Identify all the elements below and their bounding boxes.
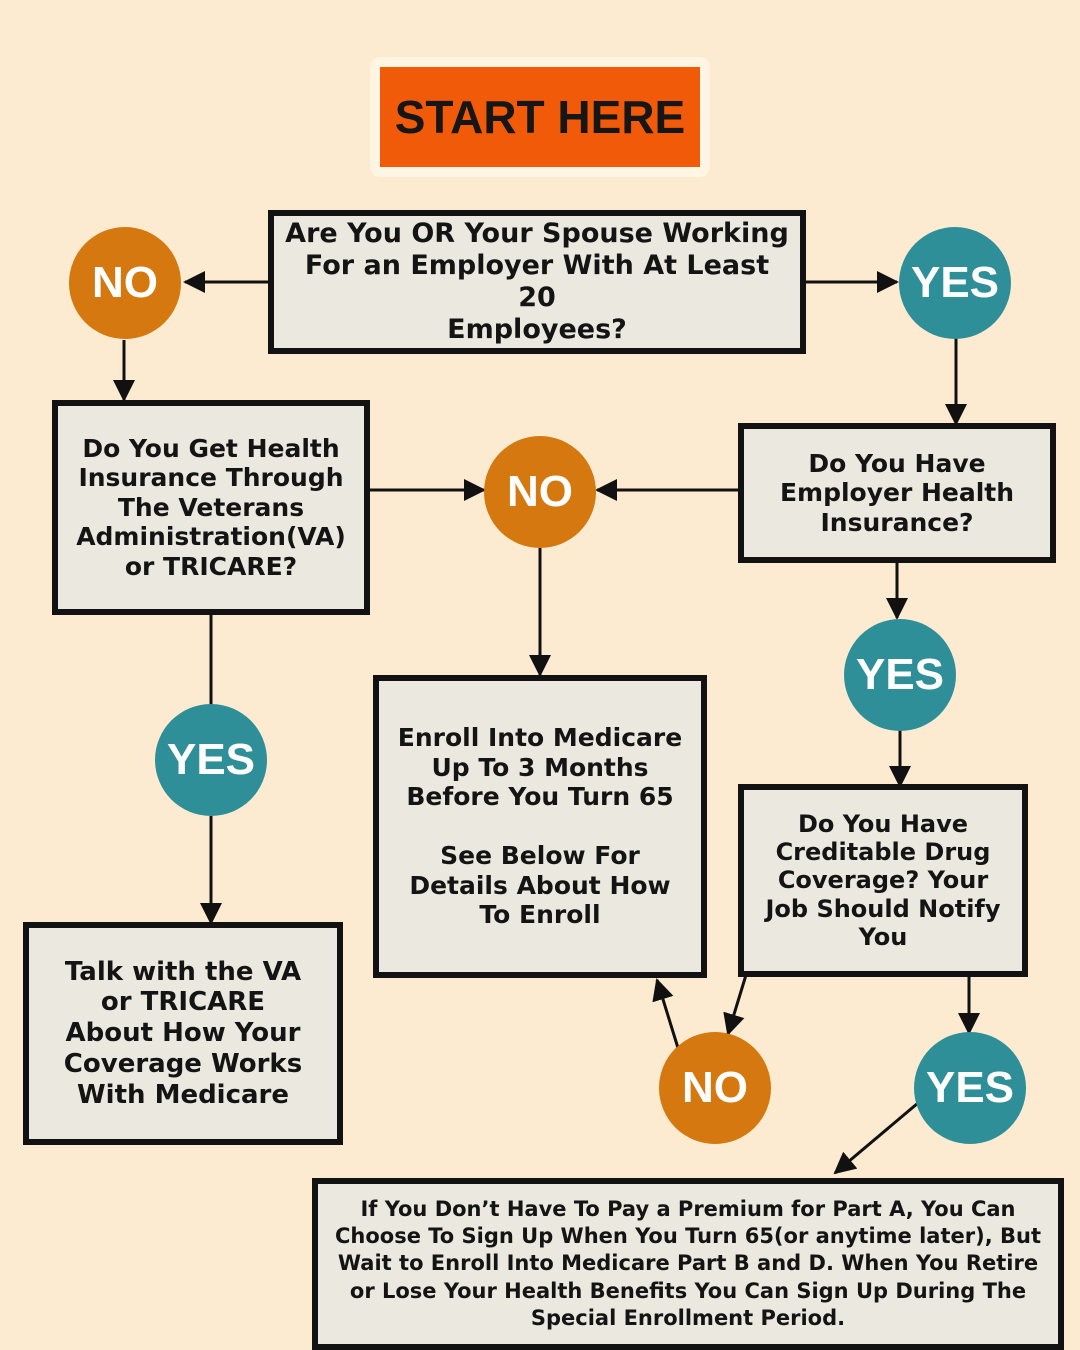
decision-no-employer: NO <box>69 227 181 339</box>
decision-no-drug: NO <box>659 1032 771 1144</box>
arrow-yes4-to-bottom-note <box>833 1101 919 1175</box>
talk-va-tricare-box: Talk with the VA or TRICARE About How Yo… <box>23 922 343 1145</box>
question-creditable-drug: Do You Have Creditable Drug Coverage? Yo… <box>738 784 1028 977</box>
start-here-badge: START HERE <box>380 67 700 167</box>
question-va-tricare: Do You Get Health Insurance Through The … <box>52 400 370 615</box>
decision-no-center: NO <box>484 436 596 548</box>
arrow-no3-to-enroll <box>652 978 680 1049</box>
decision-yes-drug: YES <box>914 1032 1026 1144</box>
arrow-drug-to-no3 <box>723 974 748 1036</box>
part-a-enrollment-note: If You Don’t Have To Pay a Premium for P… <box>312 1178 1064 1350</box>
enroll-medicare-box: Enroll Into Medicare Up To 3 Months Befo… <box>373 675 707 978</box>
decision-yes-va: YES <box>155 704 267 816</box>
question-employer-health: Do You Have Employer Health Insurance? <box>738 423 1056 563</box>
question-employer-size: Are You OR Your Spouse Working For an Em… <box>268 210 806 354</box>
decision-yes-employer-health: YES <box>844 619 956 731</box>
decision-yes-employer: YES <box>899 227 1011 339</box>
